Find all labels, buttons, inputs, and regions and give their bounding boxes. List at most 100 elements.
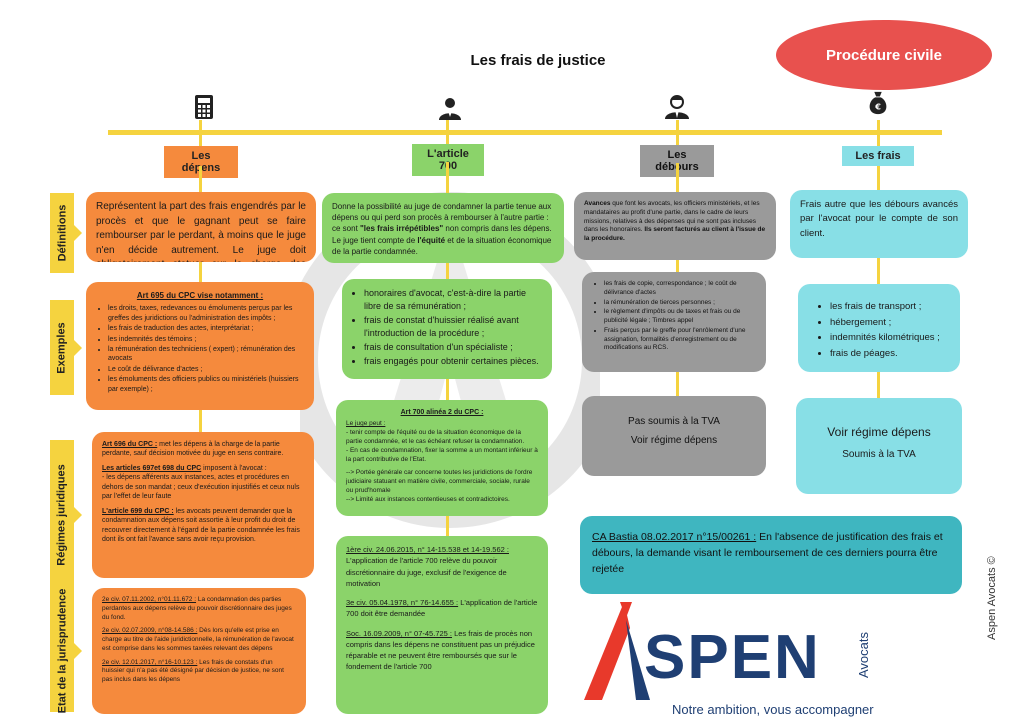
article-text: - En cas de condamnation, fixer la somme… bbox=[346, 446, 538, 463]
connector bbox=[446, 379, 449, 400]
list-item: frais de péages. bbox=[830, 347, 950, 362]
debours-exemples: les frais de copie, correspondance ; le … bbox=[582, 272, 766, 372]
case-text: Les frais de constats d'un huissier qui … bbox=[102, 658, 284, 684]
connector bbox=[446, 516, 449, 536]
depens-exemples: Art 695 du CPC vise notamment : les droi… bbox=[86, 282, 314, 410]
list-item: les frais de transport ; bbox=[830, 300, 950, 315]
list-item: le règlement d'impôts ou de taxes et fra… bbox=[604, 308, 756, 326]
connector bbox=[877, 120, 880, 148]
column-header-frais: Les frais bbox=[842, 146, 914, 166]
logo-tagline: Notre ambition, vous accompagner bbox=[672, 702, 874, 717]
case-ref: 2e civ. 07.11.2002, n°01.11.672 : bbox=[102, 596, 197, 603]
connector bbox=[199, 262, 202, 282]
connector bbox=[877, 258, 880, 284]
article-text: met les dépens à la charge de la partie … bbox=[102, 441, 284, 458]
case-ref: Soc. 16.09.2009, n° 07-45.725 : bbox=[346, 628, 452, 638]
connector bbox=[446, 120, 449, 146]
definition-text: non compris dans les dépens. bbox=[443, 224, 552, 234]
definition-text: Donne la possibilité au juge de condamne… bbox=[332, 202, 552, 234]
article-ref: L'article 699 du CPC : bbox=[102, 507, 174, 515]
article-text: --> Limité aux instances contentieuses e… bbox=[346, 495, 510, 503]
article-ref: Art 696 du CPC : bbox=[102, 441, 158, 448]
column-header-article700: L'article 700 bbox=[412, 144, 484, 176]
regime-text: Soumis à la TVA bbox=[842, 449, 916, 461]
art700-regimes: Art 700 alinéa 2 du CPC : Le juge peut :… bbox=[336, 400, 548, 516]
art700-jurisprudence: 1ère civ. 24.06.2015, n° 14-15.538 et 14… bbox=[336, 536, 548, 714]
calculator-icon bbox=[195, 95, 213, 119]
list-item: les frais de traduction des actes, inter… bbox=[108, 324, 304, 333]
article-ref: Les articles 697et 698 du CPC bbox=[102, 464, 202, 472]
art700-exemples-list: honoraires d'avocat, c'est-à-dire la par… bbox=[352, 287, 542, 368]
definition-emphasis: Ils seront facturés au client à l'issue … bbox=[584, 226, 766, 243]
case-text: En l'absence de justification des frais … bbox=[592, 531, 943, 575]
definition-text: et de la situation économique de la part… bbox=[332, 235, 552, 256]
connector bbox=[676, 372, 679, 396]
list-item: hébergement ; bbox=[830, 316, 950, 331]
row-label-definitions: Définitions bbox=[50, 193, 82, 273]
list-item: indemnités kilométriques ; bbox=[830, 331, 950, 346]
person-icon bbox=[439, 98, 461, 120]
logo-a-mark bbox=[584, 602, 650, 700]
connector bbox=[676, 260, 679, 272]
list-item: la rémunération de tierces personnes ; bbox=[604, 299, 756, 308]
regime-text: Voir régime dépens bbox=[827, 425, 931, 439]
logo-wordmark: SPEN bbox=[644, 623, 821, 692]
debours-exemples-list: les frais de copie, correspondance ; le … bbox=[592, 280, 756, 353]
article-text: les avocats peuvent demander que la cond… bbox=[102, 507, 300, 543]
timeline-bar bbox=[108, 130, 942, 135]
list-item: les frais de copie, correspondance ; le … bbox=[604, 280, 756, 298]
case-ref: CA Bastia 08.02.2017 n°15/00261 : bbox=[592, 531, 757, 543]
case-ref: 1ère civ. 24.06.2015, n° 14-15.538 et 14… bbox=[346, 545, 509, 554]
definition-text: Le juge tient compte de bbox=[332, 235, 418, 245]
bastia-jurisprudence: CA Bastia 08.02.2017 n°15/00261 : En l'a… bbox=[580, 516, 962, 594]
connector bbox=[877, 166, 880, 192]
article-text: - tenir compte de l'équité ou de la situ… bbox=[346, 429, 525, 445]
list-item: les émoluments des officiers publics ou … bbox=[108, 375, 304, 394]
list-item: Frais perçus par le greffe pour l'enrôle… bbox=[604, 327, 756, 353]
frais-exemples: les frais de transport ; hébergement ; i… bbox=[798, 284, 960, 372]
svg-text:€: € bbox=[874, 102, 881, 112]
article-ref: Art 700 alinéa 2 du CPC : bbox=[400, 409, 484, 416]
row-label-regimes: Régimes juridiques bbox=[50, 440, 82, 590]
aspen-logo: SPEN Avocats Notre ambition, vous accomp… bbox=[580, 600, 900, 718]
case-text: L'application de l'article 700 relève du… bbox=[346, 556, 507, 588]
debours-definition: Avances que font les avocats, les offici… bbox=[574, 192, 776, 260]
article-text: --> Portée générale car concerne toutes … bbox=[346, 469, 533, 494]
list-item: frais de constat d'huissier réalisé avan… bbox=[364, 314, 542, 340]
connector bbox=[446, 162, 449, 194]
case-ref: 2e civ. 12.01.2017, n°16-10.123 : bbox=[102, 658, 198, 666]
row-label-exemples: Exemples bbox=[50, 300, 82, 395]
depens-jurisprudence: 2e civ. 07.11.2002, n°01.11.672 : La con… bbox=[92, 588, 306, 714]
page-title: Les frais de justice bbox=[470, 52, 606, 69]
copyright-text: Aspen Avocats © bbox=[986, 556, 998, 640]
debours-regimes: Pas soumis à la TVA Voir régime dépens bbox=[582, 396, 766, 476]
definition-emphasis: "les frais irrépétibles" bbox=[360, 224, 444, 234]
case-text: Les frais de procès non compris dans les… bbox=[346, 628, 535, 672]
list-item: frais engagés pour obtenir certaines piè… bbox=[364, 355, 542, 368]
list-item: Le coût de délivrance d'actes ; bbox=[108, 365, 304, 374]
frais-exemples-list: les frais de transport ; hébergement ; i… bbox=[818, 300, 950, 362]
case-text: Dès lors qu'elle est prise en charge au … bbox=[102, 627, 294, 652]
art700-definition: Donne la possibilité au juge de condamne… bbox=[322, 193, 564, 263]
connector bbox=[877, 372, 880, 398]
definition-text: que font les avocats, les officiers mini… bbox=[584, 200, 760, 234]
case-ref: 3e civ. 05.04.1978, n° 76-14.655 : bbox=[346, 598, 459, 607]
case-text: La condamnation des parties perdantes au… bbox=[102, 596, 292, 621]
art700-exemples: honoraires d'avocat, c'est-à-dire la par… bbox=[342, 279, 552, 379]
definition-emphasis: l'équité bbox=[417, 235, 446, 245]
regime-text: Pas soumis à la TVA bbox=[628, 416, 720, 427]
frais-definition: Frais autre que les débours avancés par … bbox=[790, 190, 968, 258]
depens-definition: Représentent la part des frais engendrés… bbox=[86, 192, 316, 262]
depens-exemples-title: Art 695 du CPC vise notamment : bbox=[136, 291, 264, 300]
case-ref: 2e civ. 02.07.2009, n°08-14.586 : bbox=[102, 627, 198, 635]
list-item: la rémunération des techniciens ( expert… bbox=[108, 345, 304, 364]
definition-emphasis: Avances bbox=[584, 200, 611, 207]
connector bbox=[446, 263, 449, 279]
article-text: imposent à l'avocat : bbox=[201, 464, 267, 472]
logo-avocats: Avocats bbox=[856, 631, 871, 678]
article-detail: - les dépens afférents aux instances, ac… bbox=[102, 474, 300, 501]
list-item: les indemnités des témoins ; bbox=[108, 335, 304, 344]
connector bbox=[199, 166, 202, 194]
row-label-etat: Etat de la jurisprudence bbox=[50, 589, 82, 713]
case-text: L'application de l'article 700 doit être… bbox=[346, 598, 538, 619]
